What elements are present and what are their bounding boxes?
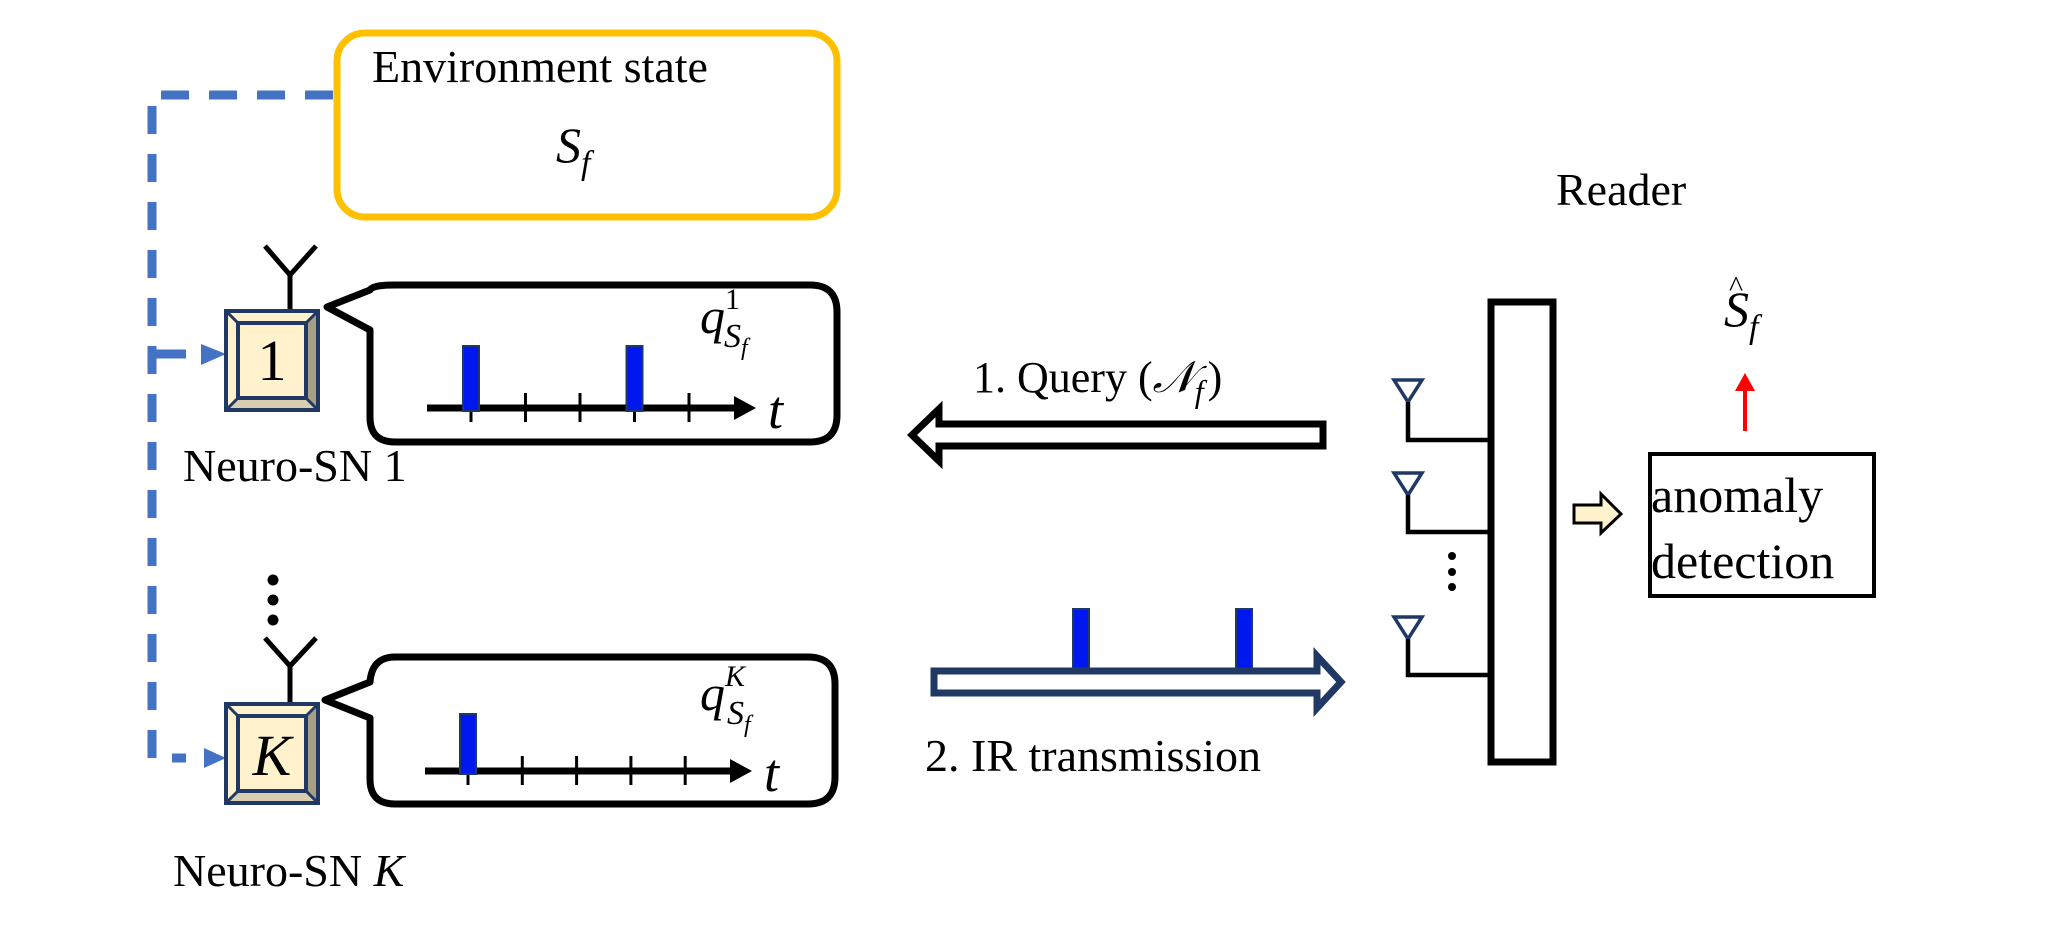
estimate-hat: ^: [1729, 270, 1743, 303]
sensor-box-label: K: [252, 723, 295, 788]
name-index: K: [373, 845, 407, 896]
time-axis-arrowhead: [730, 759, 752, 783]
environment-box-border: [333, 29, 841, 221]
name-prefix: Neuro-SN: [183, 440, 384, 491]
reader-antenna-icon: [1390, 471, 1490, 535]
spike-pulse: [462, 345, 480, 412]
query-link: 1. Query (𝒩f): [906, 353, 1327, 470]
name-index: 1: [384, 440, 407, 491]
antenna-icon: [263, 636, 318, 704]
estimate-sub: f: [1749, 309, 1763, 346]
dashed-line-env-to-sensors: [147, 90, 333, 763]
spike-timeline-1: t: [427, 345, 785, 440]
query-prefix: 1. Query (: [973, 353, 1153, 402]
time-axis-arrowhead: [734, 396, 756, 420]
q-subsubscript: f: [744, 712, 754, 738]
sensor-box-1: 1: [224, 309, 320, 412]
query-suffix: ): [1208, 353, 1223, 402]
speech-bubble-1: [323, 281, 841, 446]
transmission-label: 2. IR transmission: [925, 730, 1261, 781]
spike-pulse: [625, 345, 644, 412]
name-prefix: Neuro-SN: [173, 845, 374, 896]
sensor-ellipsis: [267, 574, 279, 626]
sensor-name-1: Neuro-SN 1: [183, 440, 407, 491]
q-superscript: K: [724, 660, 747, 693]
reader-to-detector-arrow-icon: [1572, 490, 1624, 537]
reader-antenna-ellipsis: [1448, 552, 1456, 591]
sensor-name-k: Neuro-SN K: [173, 845, 407, 896]
arrowhead-to-sensor-k: [204, 748, 226, 768]
environment-title: Environment state: [372, 41, 708, 92]
anomaly-line-2: detection: [1651, 533, 1834, 589]
sensor-box-label: 1: [258, 328, 287, 393]
reader-label: Reader: [1556, 164, 1686, 215]
antenna-icon: [263, 244, 318, 311]
symbol-s: S: [556, 117, 581, 173]
q-subsubscript: f: [741, 335, 751, 361]
time-axis-label: t: [764, 743, 781, 803]
spike-pulse: [459, 713, 477, 775]
spike-timeline-k: t: [425, 713, 781, 803]
estimate-symbol: S: [1724, 281, 1749, 337]
dashed-feedback-lines: [147, 90, 333, 763]
query-arrow: [906, 400, 1327, 470]
q-symbol: q: [700, 665, 725, 721]
reader-antenna-icon: [1390, 615, 1490, 678]
transmission-pulse: [1072, 608, 1090, 672]
q-superscript: 1: [725, 283, 740, 316]
q-symbol: q: [700, 288, 725, 344]
anomaly-detection-box: [1648, 452, 1876, 598]
anomaly-detector: anomaly detection Sf ^: [1648, 270, 1876, 598]
arrowhead-to-sensor-1: [201, 344, 226, 365]
speech-bubble-k: [321, 653, 839, 808]
q-subscript: S: [724, 318, 741, 355]
environment-state-box: Environment state Sf: [333, 29, 841, 221]
reader-antenna-icon: [1390, 378, 1490, 443]
time-axis-label: t: [768, 380, 785, 440]
reader-unit: [1487, 298, 1557, 766]
anomaly-line-1: anomaly: [1651, 467, 1823, 523]
sensor-box-k: K: [224, 702, 320, 805]
query-symbol-sub: f: [1195, 373, 1208, 409]
q-subscript: S: [727, 695, 744, 732]
transmission-link: 2. IR transmission: [925, 608, 1346, 781]
transmission-pulse: [1235, 608, 1253, 672]
transmission-pulses: [1072, 608, 1253, 672]
query-label: 1. Query (𝒩f): [973, 353, 1222, 409]
transmission-arrow: [930, 647, 1346, 717]
reader-antenna-array: [1390, 378, 1490, 678]
output-arrow-icon: [1735, 373, 1755, 391]
reader: Reader: [1390, 164, 1686, 766]
